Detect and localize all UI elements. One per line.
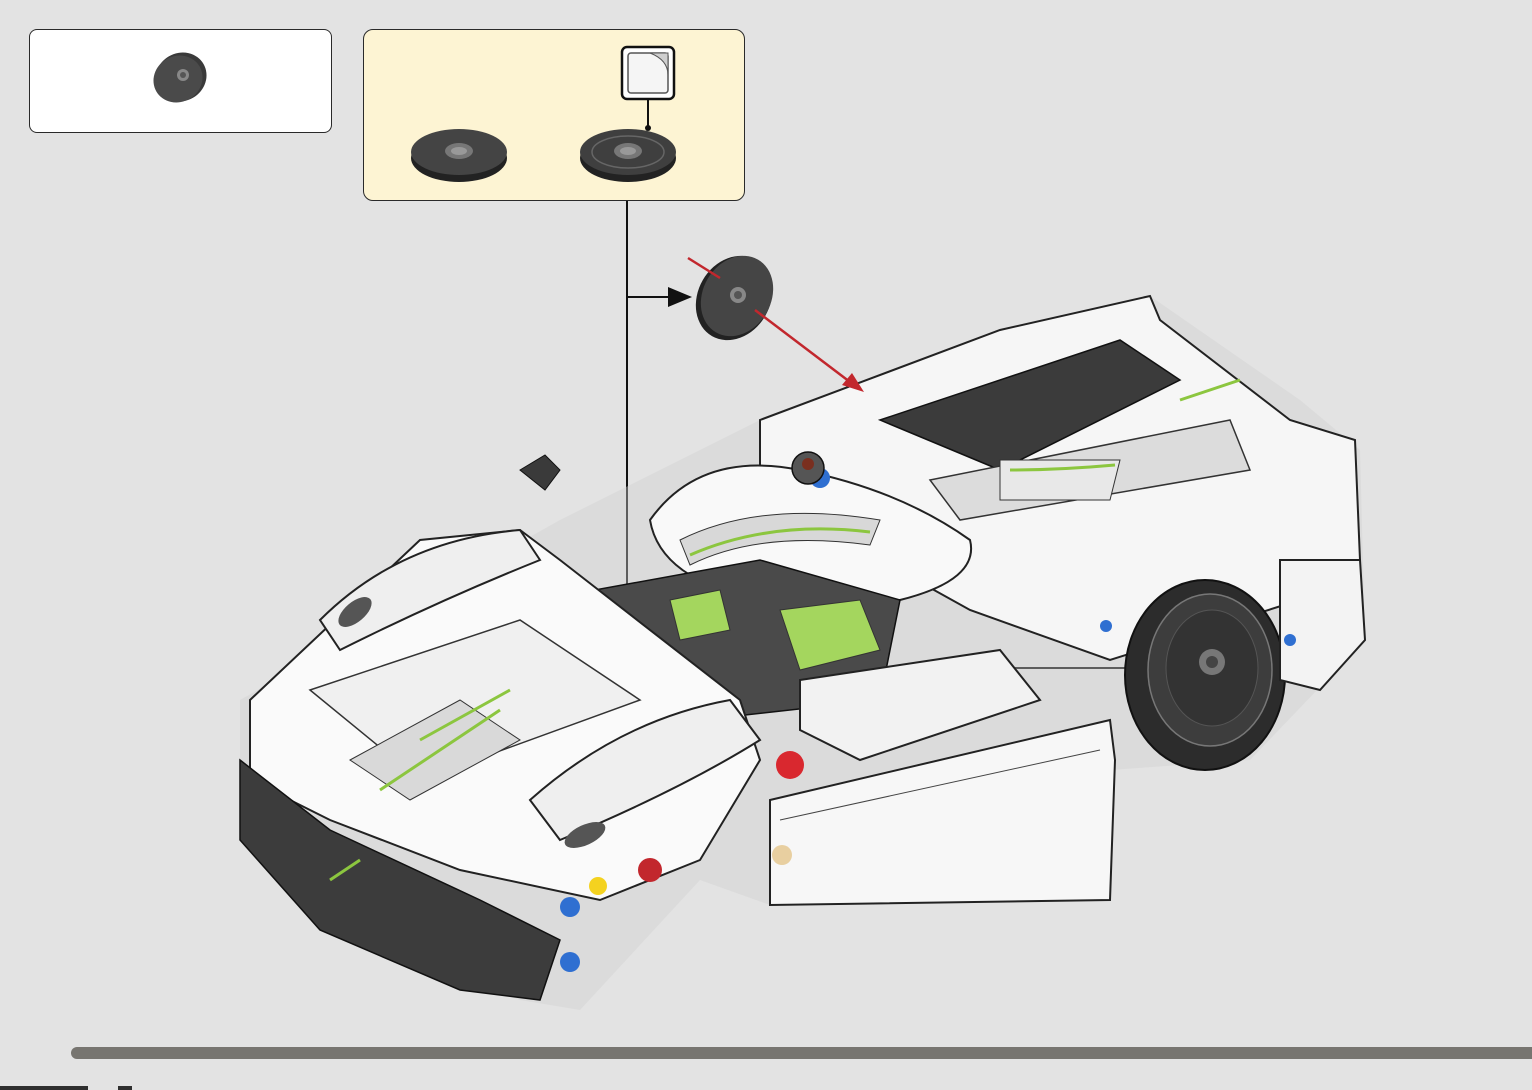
subassembly-disc-with-sticker-icon <box>580 98 676 182</box>
page-progress-bar <box>71 1047 1532 1059</box>
subassembly-disc-icon <box>411 129 507 182</box>
car-model-illustration <box>240 296 1365 1010</box>
rear-wheel-illustration <box>1125 580 1285 770</box>
page-footer-mark <box>118 1086 132 1090</box>
sticker-peel-icon <box>622 47 674 99</box>
loose-disc-part <box>681 242 788 354</box>
part-round-disc-icon <box>145 43 216 111</box>
page-footer-strip <box>0 1086 88 1090</box>
